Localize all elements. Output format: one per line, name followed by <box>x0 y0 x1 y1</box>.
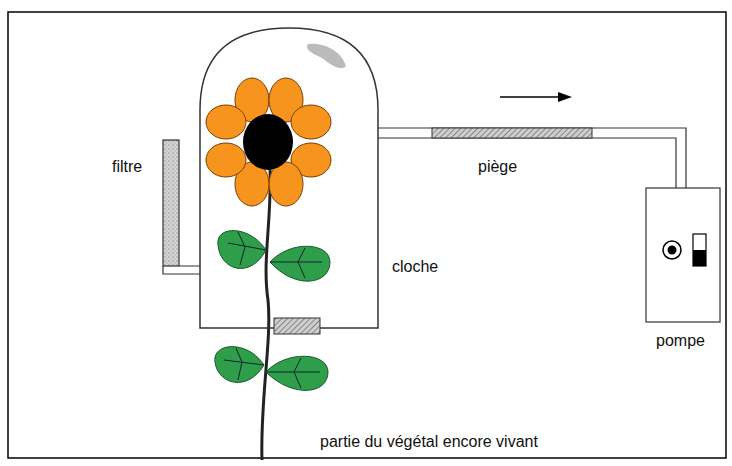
trap-label: piège <box>478 158 517 176</box>
filter-label: filtre <box>112 158 142 176</box>
pump-label: pompe <box>656 332 705 350</box>
plant-label: partie du végétal encore vivant <box>320 433 538 451</box>
bell-jar-label: cloche <box>392 258 438 276</box>
